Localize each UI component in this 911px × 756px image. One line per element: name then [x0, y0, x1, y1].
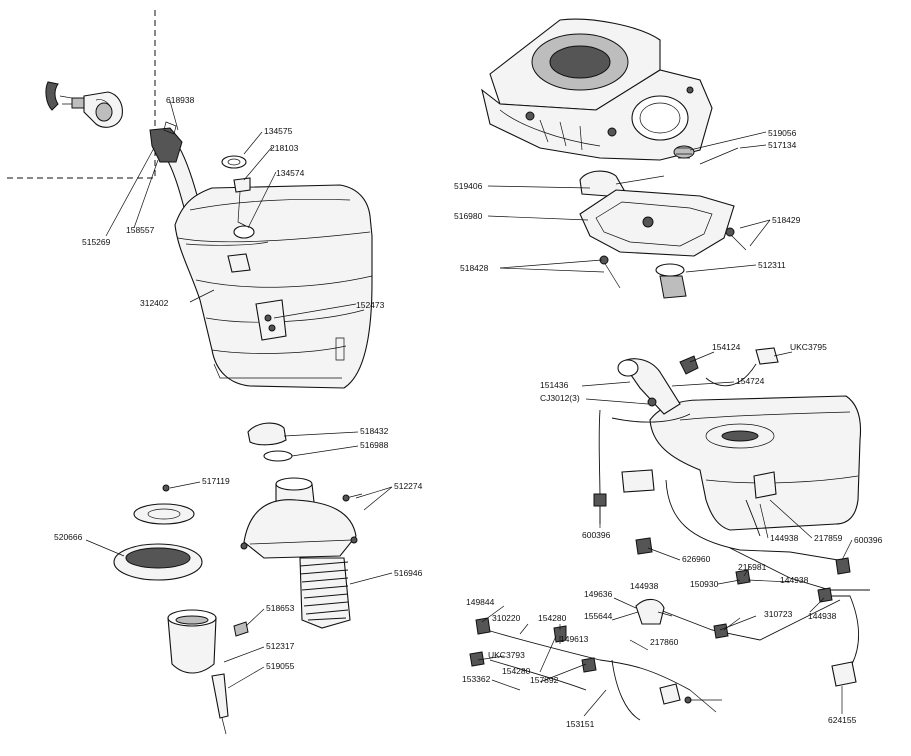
- callout-218103: 218103: [270, 143, 299, 153]
- callout-515269: 515269: [82, 237, 111, 247]
- callout-512274: 512274: [394, 481, 423, 491]
- dashpot-group: 518432 516988 517119 512274 520666 51694…: [54, 422, 423, 735]
- callout-155644: 155644: [584, 611, 613, 621]
- callout-144938-a: 144938: [770, 533, 799, 543]
- callout-517119: 517119: [202, 476, 230, 486]
- end-valve: [831, 661, 857, 687]
- purge-valve: [621, 469, 655, 493]
- callout-149844: 149844: [466, 597, 495, 607]
- cover-screw-right: [729, 233, 747, 251]
- filler-neck-elbow: [149, 127, 183, 163]
- callout-512317: 512317: [266, 641, 295, 651]
- tank-unit-ring: [233, 225, 255, 239]
- callout-144938-b: 144938: [780, 575, 809, 585]
- callout-217859: 217859: [814, 533, 843, 543]
- tank-outlet: [227, 253, 251, 273]
- callout-519055: 519055: [266, 661, 295, 671]
- throttle-bore: [631, 95, 689, 141]
- callout-153362: 153362: [462, 674, 491, 684]
- callout-144938-c: 144938: [630, 581, 659, 591]
- callout-150930: 150930: [690, 579, 719, 589]
- callout-517134: 517134: [768, 140, 797, 150]
- callout-158557: 158557: [126, 225, 155, 235]
- callout-519056: 519056: [768, 128, 797, 138]
- callout-ukc3793: UKC3793: [488, 650, 525, 660]
- callout-618938: 618938: [166, 95, 195, 105]
- callout-518432: 518432: [360, 426, 389, 436]
- callout-134575: 134575: [264, 126, 293, 136]
- tee-piece: [635, 537, 653, 555]
- hose-joint: [817, 587, 833, 603]
- dashpot-cap: [247, 422, 287, 446]
- float-chamber-cover: [579, 189, 735, 257]
- callout-151436: 151436: [540, 380, 569, 390]
- cover-screw-left: [603, 261, 621, 289]
- callout-519406: 519406: [454, 181, 483, 191]
- separator-valve: [755, 347, 779, 365]
- callout-600396-left: 600396: [582, 530, 611, 540]
- callout-516946: 516946: [394, 568, 423, 578]
- small-screw: [162, 484, 170, 492]
- callout-149613: 149613: [560, 634, 589, 644]
- callout-215981: 215981: [738, 562, 767, 572]
- callout-157892: 157892: [530, 675, 559, 685]
- pipe-end: [475, 617, 491, 635]
- callout-154280-top: 154280: [538, 613, 567, 623]
- callout-516988: 516988: [360, 440, 389, 450]
- callout-144938-d: 144938: [808, 611, 837, 621]
- cap-washer: [263, 450, 293, 462]
- callout-624155: 624155: [828, 715, 857, 725]
- mounting-clip: [659, 683, 681, 705]
- float-pin: [699, 147, 739, 165]
- callout-ukc3795: UKC3795: [790, 342, 827, 352]
- callout-310220: 310220: [492, 613, 521, 623]
- pipe-end-lower: [469, 651, 485, 667]
- needle-clip: [233, 621, 249, 637]
- callout-152473: 152473: [356, 300, 385, 310]
- callout-154124: 154124: [712, 342, 741, 352]
- callout-518429: 518429: [772, 215, 801, 225]
- drain-plug: [659, 275, 687, 299]
- tank-body: [174, 184, 373, 389]
- callout-149636: 149636: [584, 589, 613, 599]
- callout-154280-bottom: 154280: [502, 666, 531, 676]
- callout-153151: 153151: [566, 719, 595, 729]
- callout-154724: 154724: [736, 376, 765, 386]
- filler-cap-detail: [45, 81, 123, 128]
- tank-unit-cap: [233, 177, 251, 193]
- inset-box-outline: [5, 10, 156, 179]
- callout-518428: 518428: [460, 263, 489, 273]
- drain-seal: [655, 263, 685, 277]
- pipe-grommet: [835, 557, 851, 575]
- carburettor-group: 519056 517134 519406 516980 518429 51842…: [454, 18, 801, 299]
- tank-sender-plate: [255, 299, 287, 341]
- gasket-plate: [133, 503, 195, 525]
- pipework-clip: [753, 471, 777, 499]
- jet-needle: [211, 673, 229, 719]
- callout-cj3012: CJ3012(3): [540, 393, 580, 403]
- float-bowl: [167, 617, 217, 674]
- callout-520666: 520666: [54, 532, 83, 542]
- pipe-elbow: [635, 598, 665, 625]
- callout-312402: 312402: [140, 298, 169, 308]
- dashpot-spring: [299, 557, 351, 629]
- callout-600396-right: 600396: [854, 535, 883, 545]
- fuel-tank-group: 618938 134575 218103 134574 515269 15855…: [5, 10, 385, 389]
- hose-connector: [679, 355, 699, 375]
- callout-217860: 217860: [650, 637, 679, 647]
- callout-512311: 512311: [758, 260, 786, 270]
- callout-310723: 310723: [764, 609, 793, 619]
- dashpot-dome: [243, 499, 357, 559]
- sealing-ring: [221, 155, 247, 169]
- callout-516980: 516980: [454, 211, 483, 221]
- vapour-tank-body: [649, 395, 862, 531]
- grommet: [593, 493, 607, 507]
- restrictor: [735, 569, 751, 585]
- callout-626960: 626960: [682, 554, 711, 564]
- callout-134574: 134574: [276, 168, 305, 178]
- emission-pipework-group: 154124 UKC3795 151436 154724 CJ3012(3) 6…: [462, 342, 883, 729]
- callout-518653: 518653: [266, 603, 295, 613]
